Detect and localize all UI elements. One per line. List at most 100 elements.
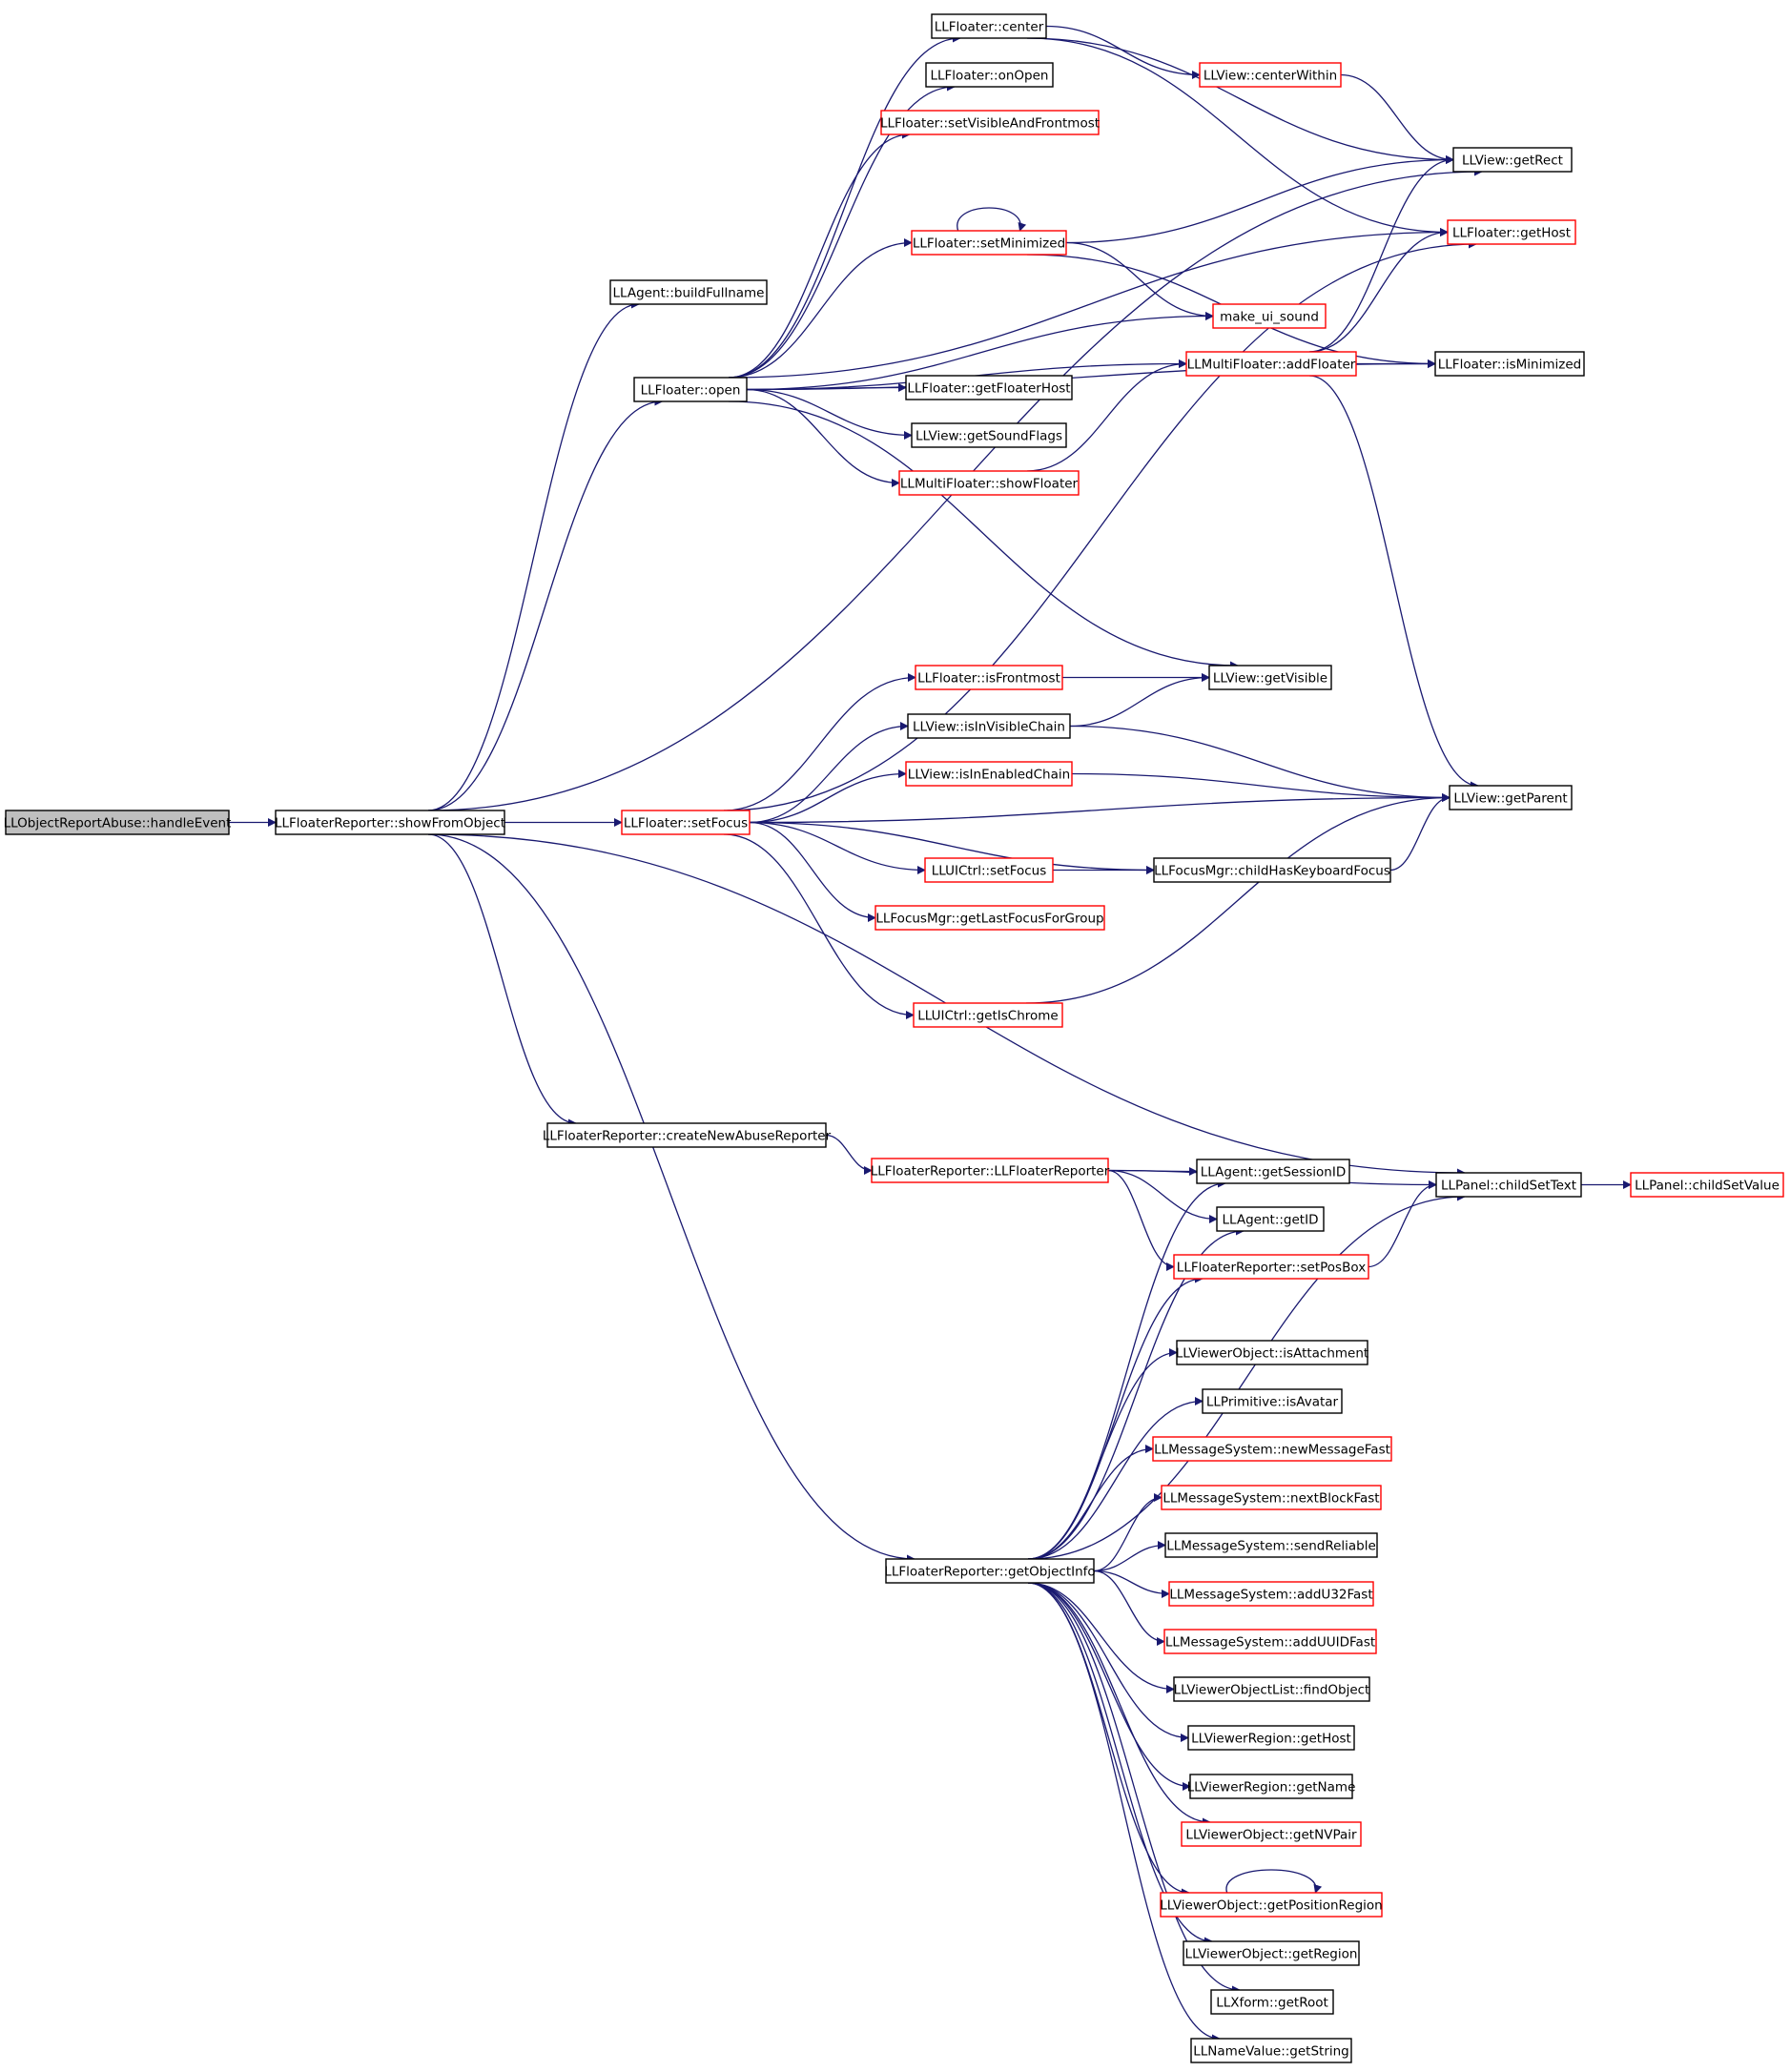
node-getSessionID[interactable]: LLAgent::getSessionID — [1196, 1159, 1350, 1184]
node-uictrlSetFocus[interactable]: LLUICtrl::setFocus — [924, 857, 1054, 883]
node-addUUIDFast[interactable]: LLMessageSystem::addUUIDFast — [1163, 1629, 1377, 1654]
node-getRect[interactable]: LLView::getRect — [1452, 147, 1573, 173]
node-setFocus[interactable]: LLFloater::setFocus — [621, 810, 751, 835]
node-getPositionRegion[interactable]: LLViewerObject::getPositionRegion — [1160, 1892, 1383, 1918]
node-createNewAbuseReporter[interactable]: LLFloaterReporter::createNewAbuseReporte… — [543, 1122, 832, 1148]
node-box — [907, 713, 1071, 739]
edge-setFocus-to-getParent — [749, 793, 1451, 824]
node-getRoot[interactable]: LLXform::getRoot — [1210, 1989, 1334, 2015]
node-box — [913, 1002, 1063, 1028]
node-onOpen[interactable]: LLFloater::onOpen — [925, 62, 1054, 88]
node-box — [1449, 785, 1573, 810]
node-label: LLMessageSystem::sendReliable — [1166, 1539, 1376, 1554]
node-isInVisibleChain[interactable]: LLView::isInVisibleChain — [907, 713, 1071, 739]
node-getFloaterHost[interactable]: LLFloater::getFloaterHost — [905, 375, 1073, 400]
node-addU32Fast[interactable]: LLMessageSystem::addU32Fast — [1168, 1581, 1374, 1607]
node-setVisibleAndFrontmost[interactable]: LLFloater::setVisibleAndFrontmost — [880, 110, 1100, 135]
node-setPosBox[interactable]: LLFloaterReporter::setPosBox — [1173, 1254, 1369, 1280]
edge-getObjectInfo-to-getName — [1027, 1582, 1191, 1791]
node-ctor[interactable]: LLFloaterReporter::LLFloaterReporter — [871, 1158, 1110, 1183]
edge-addFloater-to-getParent — [1308, 375, 1479, 790]
edge-addFloater-to-getHost — [1308, 228, 1449, 353]
node-label: LLMessageSystem::newMessageFast — [1154, 1443, 1390, 1458]
edge-center-to-centerWithin — [1045, 25, 1201, 79]
node-isAvatar[interactable]: LLPrimitive::isAvatar — [1202, 1388, 1343, 1414]
node-getLastFocusForGroup[interactable]: LLFocusMgr::getLastFocusForGroup — [874, 905, 1105, 931]
node-label: LLView::isInVisibleChain — [913, 720, 1065, 735]
node-label: LLViewerObjectList::findObject — [1174, 1683, 1370, 1698]
node-label: LLAgent::getSessionID — [1201, 1165, 1346, 1180]
node-addFloater[interactable]: LLMultiFloater::addFloater — [1185, 351, 1357, 377]
node-setMinimized[interactable]: LLFloater::setMinimized — [911, 230, 1067, 256]
node-box — [1153, 857, 1391, 883]
node-box — [1199, 62, 1342, 88]
edge-getObjectInfo-to-getString — [1027, 1582, 1221, 2043]
edge-showFromObject-to-buildFullname — [427, 299, 640, 811]
node-findObject[interactable]: LLViewerObjectList::findObject — [1173, 1676, 1370, 1702]
edge-getObjectInfo-to-setPosBox — [1027, 1274, 1204, 1560]
node-getHost[interactable]: LLFloater::getHost — [1447, 219, 1576, 245]
edge-getObjectInfo-to-childSetText — [1027, 1192, 1466, 1560]
node-make_ui_sound[interactable]: make_ui_sound — [1212, 303, 1327, 329]
node-label: LLXform::getRoot — [1216, 1996, 1328, 2011]
node-newMessageFast[interactable]: LLMessageSystem::newMessageFast — [1152, 1436, 1392, 1462]
node-centerWithin[interactable]: LLView::centerWithin — [1199, 62, 1342, 88]
node-box — [924, 857, 1054, 883]
node-isFrontmost[interactable]: LLFloater::isFrontmost — [915, 665, 1063, 690]
node-label: LLPanel::childSetValue — [1635, 1179, 1780, 1194]
edge-showFromObject-to-getObjectInfo — [427, 833, 916, 1564]
node-getObjectInfo[interactable]: LLFloaterReporter::getObjectInfo — [884, 1558, 1096, 1584]
edge-setFocus-to-uictrlSetFocus — [749, 821, 926, 874]
edge-getObjectInfo-to-findObject — [1027, 1582, 1175, 1693]
node-getSoundFlags[interactable]: LLView::getSoundFlags — [911, 422, 1067, 448]
node-isInEnabledChain[interactable]: LLView::isInEnabledChain — [905, 761, 1073, 787]
node-box — [1434, 351, 1585, 377]
edge-isInVisibleChain-to-getVisible — [1069, 673, 1210, 728]
node-label: LLFocusMgr::childHasKeyboardFocus — [1154, 864, 1390, 879]
node-getString[interactable]: LLNameValue::getString — [1190, 2038, 1352, 2063]
node-label: LLMultiFloater::showFloater — [900, 477, 1079, 492]
node-getParent[interactable]: LLView::getParent — [1449, 785, 1573, 810]
node-box — [1160, 1892, 1383, 1918]
node-sendReliable[interactable]: LLMessageSystem::sendReliable — [1164, 1532, 1378, 1558]
edge-center-to-getHost — [1026, 37, 1449, 236]
edge-getObjectInfo-to-isAttachment — [1027, 1348, 1178, 1560]
node-root: LLObjectReportAbuse::handleEvent — [4, 810, 231, 835]
edge-open-to-getVisible — [728, 400, 1239, 670]
node-getID[interactable]: LLAgent::getID — [1216, 1206, 1325, 1232]
node-box — [1189, 1774, 1353, 1799]
node-box — [1163, 1629, 1377, 1654]
node-getNVPair[interactable]: LLViewerObject::getNVPair — [1181, 1821, 1362, 1847]
node-box — [633, 377, 748, 402]
node-childHasKeyboardFocus[interactable]: LLFocusMgr::childHasKeyboardFocus — [1153, 857, 1391, 883]
node-getIsChrome[interactable]: LLUICtrl::getIsChrome — [913, 1002, 1063, 1028]
node-showFloater[interactable]: LLMultiFloater::showFloater — [898, 470, 1080, 496]
edge-open-to-onOpen — [728, 82, 956, 379]
node-box — [1161, 1485, 1382, 1510]
edge-open-to-setMinimized — [728, 238, 913, 379]
edge-open-to-getSoundFlags — [746, 388, 913, 440]
node-nextBlockFast[interactable]: LLMessageSystem::nextBlockFast — [1161, 1485, 1382, 1510]
node-buildFullname[interactable]: LLAgent::buildFullname — [609, 279, 768, 305]
node-label: LLMessageSystem::addU32Fast — [1169, 1588, 1372, 1603]
node-getName[interactable]: LLViewerRegion::getName — [1187, 1774, 1356, 1799]
node-label: LLFloater::getFloaterHost — [907, 381, 1070, 397]
node-childSetValue[interactable]: LLPanel::childSetValue — [1630, 1172, 1784, 1198]
node-getVisible[interactable]: LLView::getVisible — [1208, 665, 1332, 690]
node-regionGetHost[interactable]: LLViewerRegion::getHost — [1187, 1725, 1355, 1751]
edge-getObjectInfo-to-getRegion — [1027, 1582, 1213, 1946]
node-center[interactable]: LLFloater::center — [931, 13, 1047, 39]
edge-open-to-getHost — [728, 228, 1449, 379]
node-isAttachment[interactable]: LLViewerObject::isAttachment — [1176, 1340, 1368, 1365]
node-label: LLViewerObject::getRegion — [1185, 1947, 1358, 1962]
edge-showFloater-to-addFloater — [1026, 359, 1187, 472]
node-box — [1181, 1821, 1362, 1847]
node-open[interactable]: LLFloater::open — [633, 377, 748, 402]
node-showFromObject[interactable]: LLFloaterReporter::showFromObject — [275, 810, 505, 835]
node-isMinimized[interactable]: LLFloater::isMinimized — [1434, 351, 1585, 377]
node-getRegion[interactable]: LLViewerObject::getRegion — [1183, 1940, 1360, 1966]
node-childSetText[interactable]: LLPanel::childSetText — [1435, 1172, 1582, 1198]
node-label: LLFloaterReporter::setPosBox — [1177, 1261, 1366, 1276]
